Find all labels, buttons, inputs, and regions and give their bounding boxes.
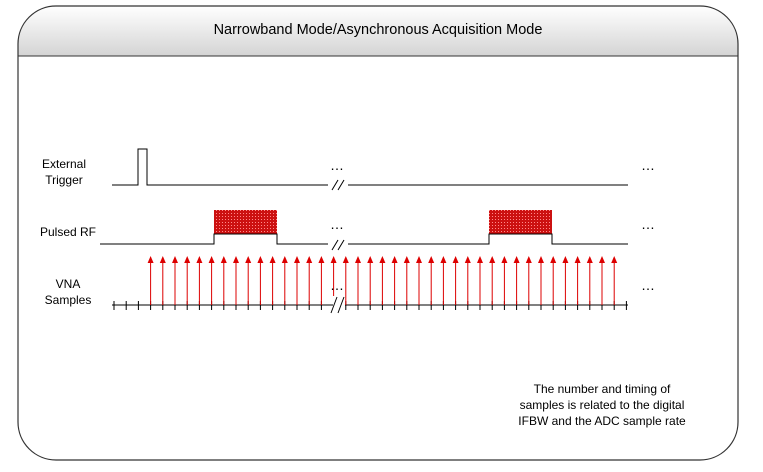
sample-arrow-head [147,256,154,263]
note-line-1: The number and timing of [534,382,671,396]
sample-arrow-head [318,256,325,263]
pulsed-rf-label: Pulsed RF [40,225,96,239]
sample-arrow-head [440,256,447,263]
pulsed-rf-waveform-left [100,233,328,245]
external-trigger-signal: External Trigger … … [42,148,656,191]
external-trigger-waveform-left [112,148,328,186]
sample-arrow-head [599,256,605,263]
sample-arrow-head [269,256,276,263]
sample-arrow-head [489,256,496,263]
sample-arrow-head [538,256,544,263]
sample-arrow-head [172,256,178,263]
sample-arrow-head [525,256,532,263]
vna-dots-mid: … [330,277,345,293]
sample-arrow-head [403,256,410,263]
sample-arrow-head [355,256,361,263]
pulsed-rf-break-1 [331,239,339,251]
diagram-title: Narrowband Mode/Asynchronous Acquisition… [214,22,543,38]
sample-arrow-head [452,256,459,263]
sample-arrow-head [342,256,349,263]
sample-arrow-head [184,256,191,263]
note-line-3: IFBW and the ADC sample rate [518,414,686,428]
sample-arrow-head [428,256,435,263]
explanatory-note: The number and timing of samples is rela… [518,382,686,428]
sample-arrow-head [611,256,618,263]
sample-arrow-head [550,256,557,263]
rf-pulse-2 [489,210,552,234]
external-trigger-label-line1: External [42,157,86,171]
sample-arrow-head [574,256,581,263]
sample-arrow-head [477,256,483,263]
sample-arrow-head [159,256,166,263]
sample-arrow-head [306,256,313,263]
vna-samples-label-line1: VNA [56,277,81,291]
pulsed-rf-dots-mid: … [330,216,345,232]
sample-arrow-head [464,256,471,263]
sample-arrow-head [416,256,422,263]
rf-pulse-1 [214,210,277,234]
external-trigger-dots-end: … [641,157,656,173]
external-trigger-label-line2: Trigger [45,173,83,187]
vna-break-1 [330,296,338,314]
pulsed-rf-break-2 [337,239,345,251]
sample-arrow-head [281,256,288,263]
sample-arrow-head [501,256,508,263]
sample-arrow-head [562,256,569,263]
external-trigger-break-2 [337,179,345,191]
pulsed-rf-dots-end: … [641,216,656,232]
external-trigger-break-1 [331,179,339,191]
sample-arrow-head [330,256,337,263]
sample-arrow-head [257,256,264,263]
header-band [18,6,738,56]
vna-break-2 [337,296,345,314]
sample-arrow-head [245,256,252,263]
pulsed-rf-signal: Pulsed RF … … [40,210,656,251]
vna-samples-label-line2: Samples [45,293,92,307]
vna-sample-arrows [147,256,618,305]
vna-dots-end: … [641,277,656,293]
sample-arrow-head [220,256,227,263]
sample-arrow-head [586,256,593,263]
sample-arrow-head [513,256,520,263]
pulsed-rf-waveform-right [348,233,628,245]
sample-arrow-head [196,256,203,263]
sample-arrow-head [208,256,215,263]
vna-samples-signal: VNA Samples … … [45,256,656,314]
sample-arrow-head [233,256,239,263]
note-line-2: samples is related to the digital [520,398,685,412]
sample-arrow-head [379,256,386,263]
sample-arrow-head [294,256,300,263]
sample-arrow-head [391,256,398,263]
frame [17,5,739,461]
external-trigger-dots-mid: … [330,157,345,173]
sample-arrow-head [367,256,374,263]
